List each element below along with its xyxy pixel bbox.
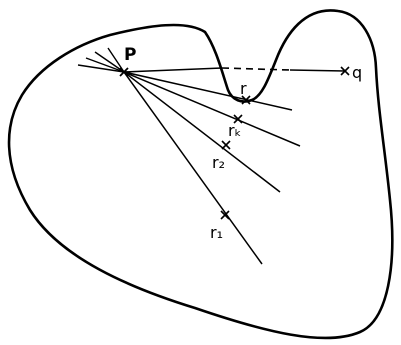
label-r2: r₂	[212, 153, 225, 172]
label-q: q	[352, 63, 362, 82]
point-p-marker	[119, 67, 129, 77]
region-boundary	[7, 9, 394, 340]
point-r2-marker	[221, 140, 231, 150]
ray-to-r2	[123, 71, 281, 193]
ray-stub-3	[94, 51, 125, 73]
segment-p-q-dashed	[221, 67, 291, 71]
ray-to-rk	[123, 71, 301, 147]
segment-p-q-solid-left	[123, 67, 223, 73]
point-r-marker	[241, 95, 251, 105]
ray-to-r	[123, 71, 293, 111]
ray-stub-2	[85, 57, 125, 73]
ray-stub-1	[77, 64, 125, 73]
label-r: r	[240, 79, 247, 98]
label-r1: r₁	[210, 223, 223, 242]
ray-to-r1	[123, 71, 263, 265]
label-rk: rₖ	[228, 121, 241, 140]
point-r1-marker	[220, 210, 230, 220]
ray-stub-4	[107, 47, 125, 73]
point-rk-marker	[233, 114, 243, 124]
segment-p-q-solid-right	[289, 69, 346, 72]
point-q-marker	[340, 66, 350, 76]
label-p: P	[124, 45, 136, 65]
